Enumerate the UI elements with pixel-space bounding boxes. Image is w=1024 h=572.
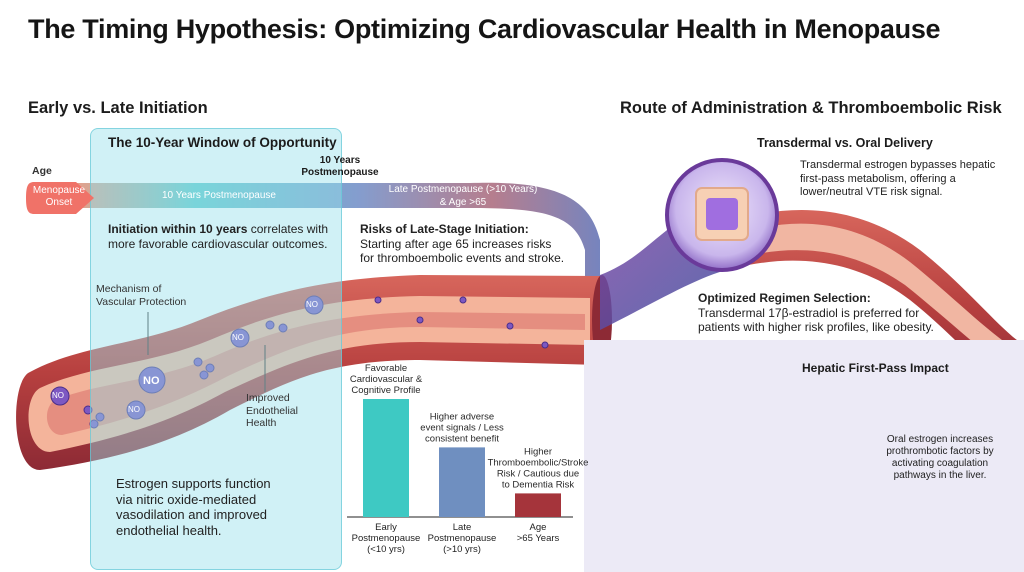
tick-label-1-3: (<10 yrs) xyxy=(367,544,405,555)
early-bold: Initiation within 10 years xyxy=(108,222,248,236)
window-of-opportunity-box xyxy=(90,128,342,570)
bar-label-3-1: Higher xyxy=(524,446,552,457)
optimized-regimen-text: Optimized Regimen Selection: Transdermal… xyxy=(698,291,934,335)
estrogen-line-1: Estrogen supports function xyxy=(116,476,271,491)
oral-line-4: pathways in the liver. xyxy=(893,470,987,481)
hepatic-title: Hepatic First-Pass Impact xyxy=(802,361,949,375)
section-title-right: Route of Administration & Thromboembolic… xyxy=(620,99,1002,117)
timeline-band xyxy=(60,182,600,320)
late-line-1: Starting after age 65 increases risks xyxy=(360,236,552,251)
early-line-2: more favorable cardiovascular outcomes. xyxy=(108,236,328,251)
opt-line-1: Transdermal 17β-estradiol is preferred f… xyxy=(698,305,920,320)
oral-estrogen-text: Oral estrogen increases prothrombotic fa… xyxy=(880,434,1000,482)
band-late-line-2: & Age >65 xyxy=(439,196,487,208)
band-early-label: 10 Years Postmenopause xyxy=(162,190,276,201)
estrogen-line-2: via nitric oxide-mediated xyxy=(116,491,257,507)
estrogen-line-4: endothelial health. xyxy=(116,522,222,538)
tick-label-3-2: >65 Years xyxy=(517,533,560,544)
marker-line-2: Postmenopause xyxy=(301,167,379,178)
no-label-3: NO xyxy=(128,405,140,414)
transdermal-text: Transdermal estrogen bypasses hepatic fi… xyxy=(800,159,995,200)
left-vessel-lumen xyxy=(28,296,591,452)
tick-label-2-1: Late xyxy=(453,522,472,533)
bar-label-3-3: Risk / Cautious due xyxy=(497,468,579,479)
bar-3 xyxy=(515,493,561,517)
bar-label-2-1: Higher adverse xyxy=(430,411,494,422)
endo-line-1: Improved xyxy=(246,392,290,404)
mech-line-1: Mechanism of xyxy=(96,283,162,295)
bar-1 xyxy=(363,399,409,517)
estrogen-line-3: vasodilation and improved xyxy=(116,507,268,522)
band-late-label: Late Postmenopause (>10 Years) & Age >65 xyxy=(388,184,538,209)
late-line-2: for thromboembolic events and stroke. xyxy=(360,251,565,265)
left-vessel-inner xyxy=(46,312,585,435)
opt-line-2: patients with higher risk profiles, like… xyxy=(698,320,934,334)
oral-line-3: activating coagulation xyxy=(891,458,989,469)
late-title: Risks of Late-Stage Initiation: xyxy=(360,222,529,236)
bar-label-1-1: Favorable xyxy=(365,363,407,374)
section-title-left: Early vs. Late Initiation xyxy=(28,99,208,117)
bar-label-3-4: to Dementia Risk xyxy=(502,479,575,490)
opt-title: Optimized Regimen Selection: xyxy=(698,291,871,305)
no-label-2: NO xyxy=(143,375,160,387)
marker-line-1: 10 Years xyxy=(319,155,361,166)
onset-line-2: Onset xyxy=(45,197,73,208)
td-line-1: Transdermal estrogen bypasses hepatic xyxy=(800,159,996,171)
no-label-4: NO xyxy=(232,333,244,342)
estrogen-mechanism-text: Estrogen supports function via nitric ox… xyxy=(116,476,271,538)
bar-label-3-2: Thromboembolic/Stroke xyxy=(488,457,589,468)
bar-label-2-3: consistent benefit xyxy=(425,433,499,444)
onset-line-1: Menopause xyxy=(32,185,86,196)
transdermal-title: Transdermal vs. Oral Delivery xyxy=(757,136,933,150)
no-molecules xyxy=(50,295,549,429)
bar-label-2-2: event signals / Less xyxy=(420,422,504,433)
td-line-2: first-pass metabolism, offering a xyxy=(800,172,956,185)
endothelial-label: Improved Endothelial Health xyxy=(246,392,298,430)
oral-line-2: prothrombotic factors by xyxy=(886,446,994,457)
bar-2 xyxy=(439,447,485,517)
no-label-1: NO xyxy=(52,391,64,400)
early-initiation-text: Initiation within 10 years correlates wi… xyxy=(108,222,328,251)
hepatic-panel-background xyxy=(584,340,1024,572)
endo-line-2: Endothelial xyxy=(246,404,298,417)
endo-line-3: Health xyxy=(246,417,277,429)
bar-label-1-3: Cognitive Profile xyxy=(351,385,420,396)
tick-label-3-1: Age xyxy=(530,522,547,533)
tick-label-2-2: Postmenopause xyxy=(428,533,497,544)
window-title: The 10-Year Window of Opportunity xyxy=(108,135,337,150)
tick-label-2-3: (>10 yrs) xyxy=(443,544,481,555)
tick-label-1-2: Postmenopause xyxy=(352,533,421,544)
onset-label: Menopause Onset xyxy=(30,185,88,209)
band-late-line-1: Late Postmenopause (>10 Years) xyxy=(388,184,538,195)
upper-right-vessel xyxy=(720,210,1024,400)
page-title: The Timing Hypothesis: Optimizing Cardio… xyxy=(28,14,941,44)
tick-label-1-1: Early xyxy=(375,522,397,533)
ten-year-marker: 10 Years Postmenopause xyxy=(300,155,380,179)
td-line-3: lower/neutral VTE risk signal. xyxy=(800,186,943,198)
early-rest: correlates with xyxy=(247,222,329,236)
oral-line-1: Oral estrogen increases xyxy=(886,434,994,445)
age-label: Age xyxy=(32,165,52,177)
onset-arrow xyxy=(26,182,94,214)
bar-label-1-2: Cardiovascular & xyxy=(350,374,423,385)
mech-line-2: Vascular Protection xyxy=(96,295,187,308)
late-initiation-text: Risks of Late-Stage Initiation: Starting… xyxy=(360,222,564,266)
mechanism-label: Mechanism of Vascular Protection xyxy=(96,283,186,308)
no-label-5: NO xyxy=(306,300,318,309)
